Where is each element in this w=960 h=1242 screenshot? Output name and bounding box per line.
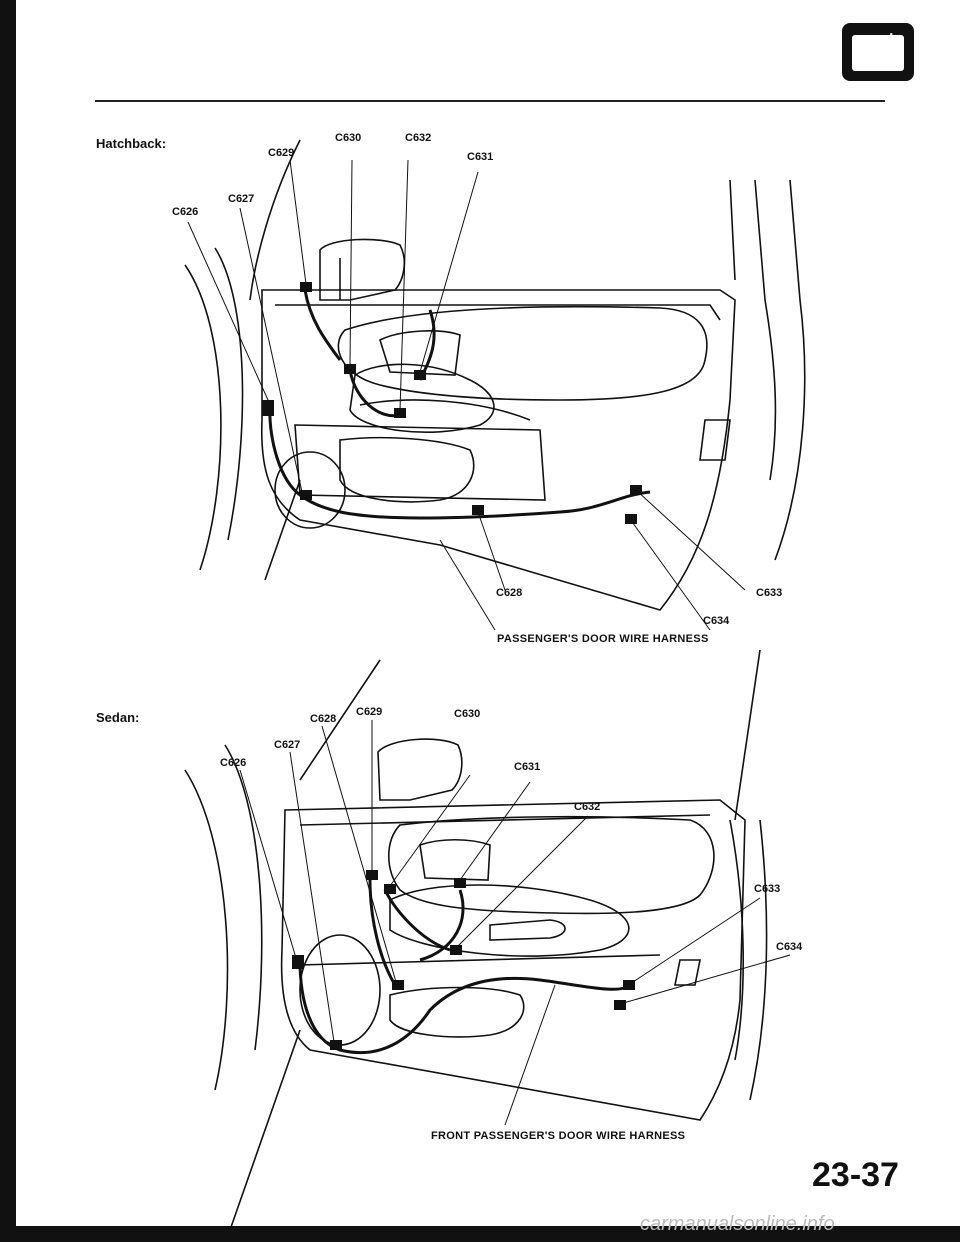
sedan-label-c628: C628 — [310, 713, 336, 725]
sedan-connector-c628 — [392, 980, 404, 990]
hatchback-label-c626: C626 — [172, 206, 198, 218]
sedan-connector-c632 — [450, 945, 462, 955]
hatchback-connector-c634 — [625, 514, 637, 524]
hatchback-connector-c631 — [414, 370, 426, 380]
sedan-label-c633: C633 — [754, 883, 780, 895]
sedan-connector-c629 — [366, 870, 378, 880]
header-rule — [95, 100, 885, 102]
hatchback-label-c632: C632 — [405, 132, 431, 144]
hatchback-door-illustration — [184, 139, 806, 611]
hatchback-connector-c629 — [300, 282, 312, 292]
watermark[interactable]: carmanualsonline.info — [640, 1213, 835, 1235]
hatchback-connector-c632 — [394, 408, 406, 418]
sedan-label-c629: C629 — [356, 706, 382, 718]
sedan-connector-c627 — [330, 1040, 342, 1050]
bottom-margin-bar — [0, 1226, 960, 1242]
sedan-connector-c630 — [384, 884, 396, 894]
sedan-label-c631: C631 — [514, 761, 540, 773]
hatchback-connector-c627 — [300, 490, 312, 500]
sedan-connector-c626 — [292, 955, 304, 969]
battery-icon-body — [852, 35, 904, 71]
sedan-label-c632: C632 — [574, 801, 600, 813]
hatchback-connector-c628 — [472, 505, 484, 515]
hatchback-connector-c626 — [262, 400, 274, 416]
left-margin-bar — [0, 0, 16, 1228]
hatchback-label-c629: C629 — [268, 147, 294, 159]
sedan-label-c634: C634 — [776, 941, 803, 953]
sedan-connector-labels: C626 C627 C628 C629 C630 C631 C632 C633 … — [220, 706, 803, 953]
hatchback-label-c630: C630 — [335, 132, 361, 144]
sedan-label-c630: C630 — [454, 708, 480, 720]
sedan-connector-c634 — [614, 1000, 626, 1010]
sedan-label-c627: C627 — [274, 739, 300, 751]
sedan-leader-lines — [239, 720, 791, 1126]
hatchback-label-c634: C634 — [703, 615, 730, 627]
sedan-connector-c631 — [454, 878, 466, 888]
battery-icon: - + — [842, 23, 914, 81]
hatchback-harness-label: PASSENGER'S DOOR WIRE HARNESS — [497, 633, 709, 645]
page-number: 23-37 — [812, 1156, 899, 1194]
sedan-connector-c633 — [623, 980, 635, 990]
hatchback-label-c633: C633 — [756, 587, 782, 599]
sedan-door-illustration — [184, 649, 768, 1231]
sedan-label-c626: C626 — [220, 757, 246, 769]
hatchback-label: Hatchback: — [96, 136, 167, 151]
sedan-connector-marks — [292, 870, 635, 1050]
hatchback-connector-labels: C626 C627 C628 C629 C630 C632 C631 C633 … — [172, 132, 782, 627]
hatchback-label-c631: C631 — [467, 151, 493, 163]
sedan-harness-label: FRONT PASSENGER'S DOOR WIRE HARNESS — [431, 1130, 686, 1142]
hatchback-connector-c630 — [344, 364, 356, 374]
hatchback-label-c627: C627 — [228, 193, 254, 205]
hatchback-leader-lines — [187, 159, 746, 631]
battery-minus-terminal: - — [862, 28, 868, 48]
sedan-label: Sedan: — [96, 710, 140, 725]
hatchback-label-c628: C628 — [496, 587, 522, 599]
hatchback-connector-marks — [262, 282, 642, 524]
battery-plus-terminal: + — [886, 28, 897, 48]
